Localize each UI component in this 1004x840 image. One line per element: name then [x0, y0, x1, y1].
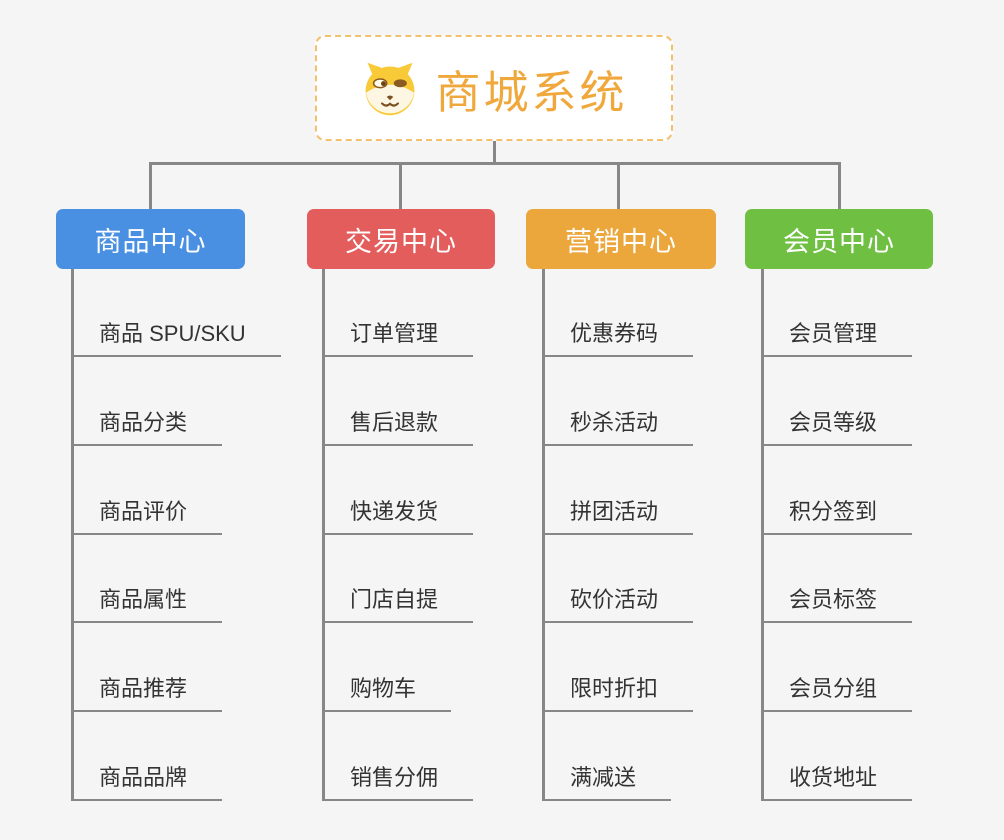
branch-node-member-center[interactable]: 会员中心: [745, 209, 933, 269]
leaf-node-store-pickup[interactable]: 门店自提: [322, 577, 474, 623]
leaf-node-product-attribute[interactable]: 商品属性: [71, 577, 223, 623]
leaf-node-product-brand[interactable]: 商品品牌: [71, 755, 223, 801]
branch-label: 营销中心: [565, 226, 677, 257]
leaf-node-express-delivery[interactable]: 快递发货: [322, 489, 474, 535]
leaf-node-product-recommend[interactable]: 商品推荐: [71, 666, 223, 712]
doge-icon: [366, 62, 415, 116]
root-node-mall-system[interactable]: 商城系统: [315, 35, 673, 141]
leaf-node-member-tag[interactable]: 会员标签: [761, 577, 913, 623]
leaf-node-member-management[interactable]: 会员管理: [761, 311, 913, 357]
branch-node-trade-center[interactable]: 交易中心: [307, 209, 495, 269]
leaf-node-product-review[interactable]: 商品评价: [71, 489, 223, 535]
leaf-node-product-spu-sku[interactable]: 商品 SPU/SKU: [71, 311, 281, 357]
branch-label: 商品中心: [94, 226, 207, 257]
leaf-node-order-management[interactable]: 订单管理: [322, 311, 474, 357]
leaf-node-bargain-activity[interactable]: 砍价活动: [542, 577, 694, 623]
connector-drop-product: [149, 162, 152, 210]
leaf-node-sales-commission[interactable]: 销售分佣: [322, 755, 474, 801]
leaf-node-shipping-address[interactable]: 收货地址: [761, 755, 913, 801]
branch-label: 会员中心: [783, 226, 895, 257]
connector-drop-member: [838, 162, 841, 210]
leaf-node-flash-sale[interactable]: 秒杀活动: [542, 400, 694, 446]
leaf-node-limited-time-discount[interactable]: 限时折扣: [542, 666, 694, 712]
connector-drop-trade: [399, 162, 402, 210]
leaf-node-product-category[interactable]: 商品分类: [71, 400, 223, 446]
leaf-node-group-buy[interactable]: 拼团活动: [542, 489, 694, 535]
connector-bus: [149, 162, 841, 165]
branch-label: 交易中心: [345, 226, 457, 257]
connector-drop-marketing: [617, 162, 620, 210]
leaf-node-after-sale-refund[interactable]: 售后退款: [322, 400, 474, 446]
root-title: 商城系统: [435, 66, 628, 118]
leaf-node-shopping-cart[interactable]: 购物车: [322, 666, 452, 712]
leaf-node-points-checkin[interactable]: 积分签到: [761, 489, 913, 535]
leaf-node-member-group[interactable]: 会员分组: [761, 666, 913, 712]
leaf-node-coupon-code[interactable]: 优惠券码: [542, 311, 694, 357]
leaf-node-full-reduction[interactable]: 满减送: [542, 755, 672, 801]
leaf-node-member-level[interactable]: 会员等级: [761, 400, 913, 446]
connector-root-trunk: [493, 140, 496, 165]
branch-node-marketing-center[interactable]: 营销中心: [526, 209, 716, 269]
branch-node-product-center[interactable]: 商品中心: [56, 209, 245, 269]
